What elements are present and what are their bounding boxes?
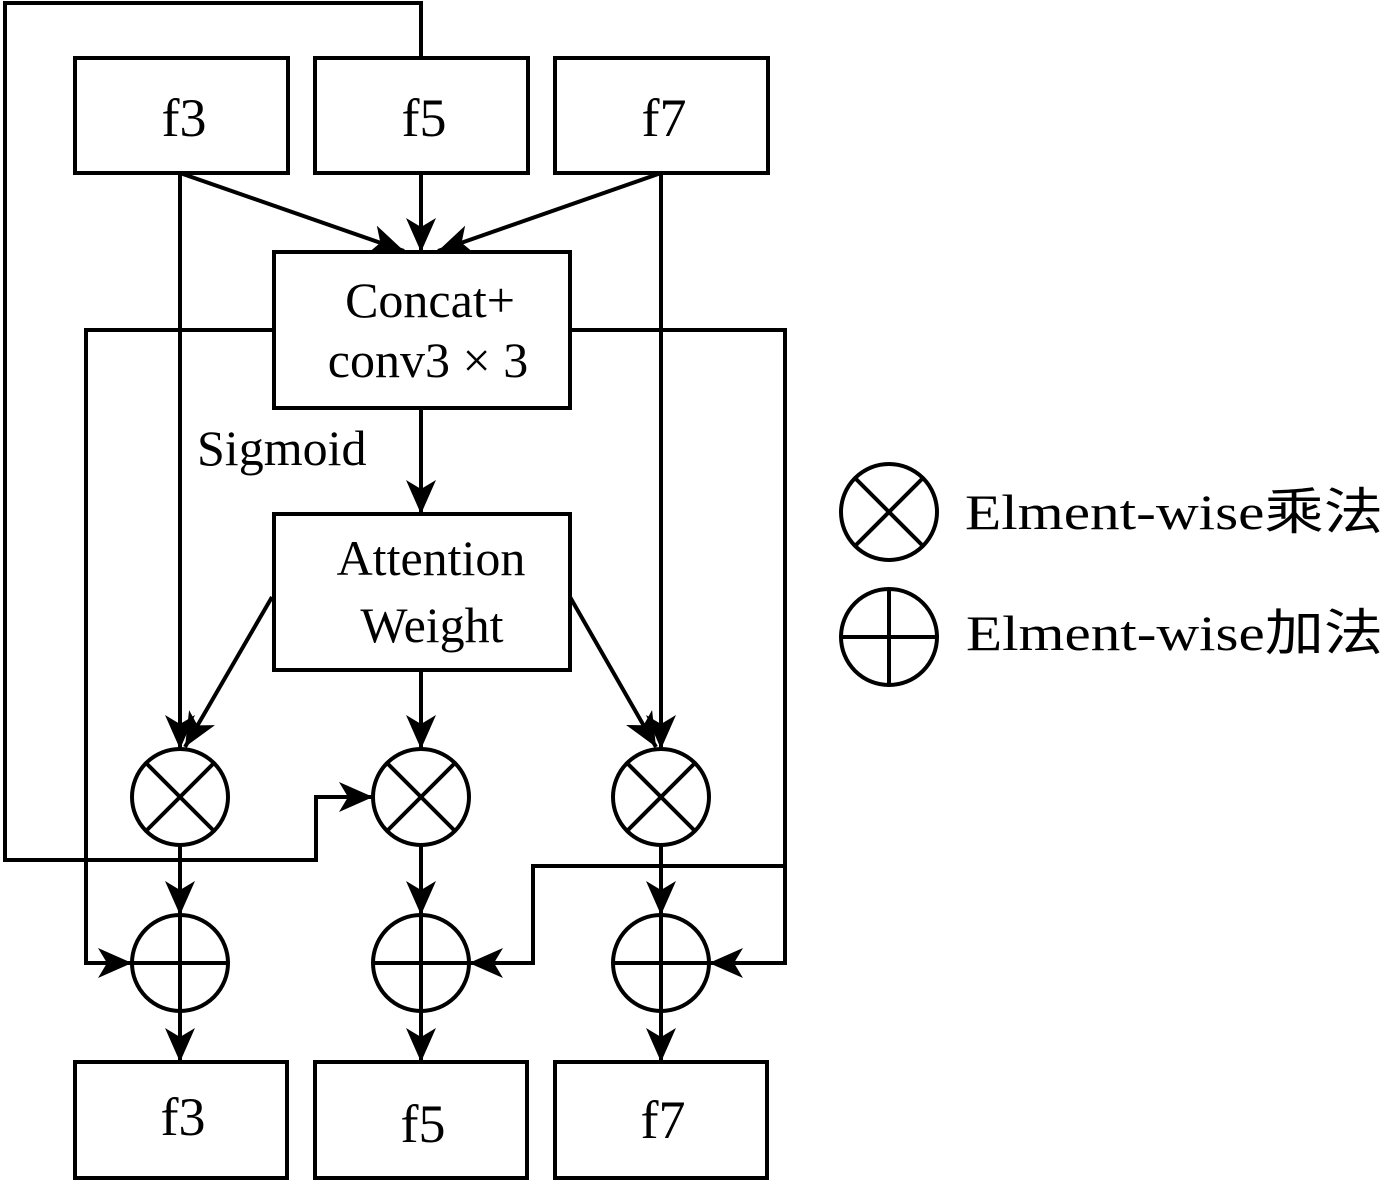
input-box-label: f3 [162, 88, 207, 148]
input-box-label: f7 [642, 88, 687, 148]
input-box-f5: f5 [313, 56, 530, 175]
legend-add-item: Elment-wise加法 [839, 587, 1383, 687]
output-box-f3: f3 [73, 1060, 289, 1180]
conv-label: conv3 × 3 [328, 332, 528, 388]
attention-weight-box: Attention Weight [272, 512, 572, 672]
add-node-f3 [130, 913, 230, 1013]
output-box-f7: f7 [553, 1060, 769, 1180]
f3-to-concat-arrow [179, 171, 405, 254]
add-icon [839, 587, 939, 687]
multiply-node-f7 [611, 747, 711, 847]
attention-to-multiply-f3-arrow [183, 595, 274, 749]
attention-label: Attention [337, 530, 526, 586]
skip-wire-f5-to-multiply [3, 1, 423, 862]
add-node-f7 [611, 913, 711, 1013]
output-box-f5: f5 [313, 1060, 529, 1180]
input-box-label: f5 [402, 88, 447, 148]
legend: Elment-wise乘法 Elment-wise加法 [839, 462, 1383, 687]
output-box-label: f5 [401, 1094, 446, 1154]
legend-multiply-label: Elment-wise乘法 [965, 484, 1383, 540]
multiply-node-f5 [371, 747, 471, 847]
concat-label: Concat+ [345, 272, 515, 328]
concat-to-add-f7-wire [570, 328, 787, 978]
legend-multiply-item: Elment-wise乘法 [839, 462, 1383, 562]
sigmoid-label: Sigmoid [197, 420, 366, 476]
attention-to-multiply-f7-arrow [568, 596, 658, 748]
output-box-label: f3 [161, 1087, 206, 1147]
legend-add-label: Elment-wise加法 [966, 605, 1383, 661]
input-box-f3: f3 [73, 56, 290, 175]
add-node-f5 [371, 913, 471, 1013]
f7-to-concat-arrow [437, 171, 662, 254]
input-box-f7: f7 [553, 56, 770, 175]
multiply-icon [839, 462, 939, 562]
concat-conv-box: Concat+ conv3 × 3 [272, 250, 572, 410]
output-box-label: f7 [641, 1090, 686, 1150]
weight-label: Weight [360, 597, 503, 653]
multiply-node-f3 [130, 747, 230, 847]
